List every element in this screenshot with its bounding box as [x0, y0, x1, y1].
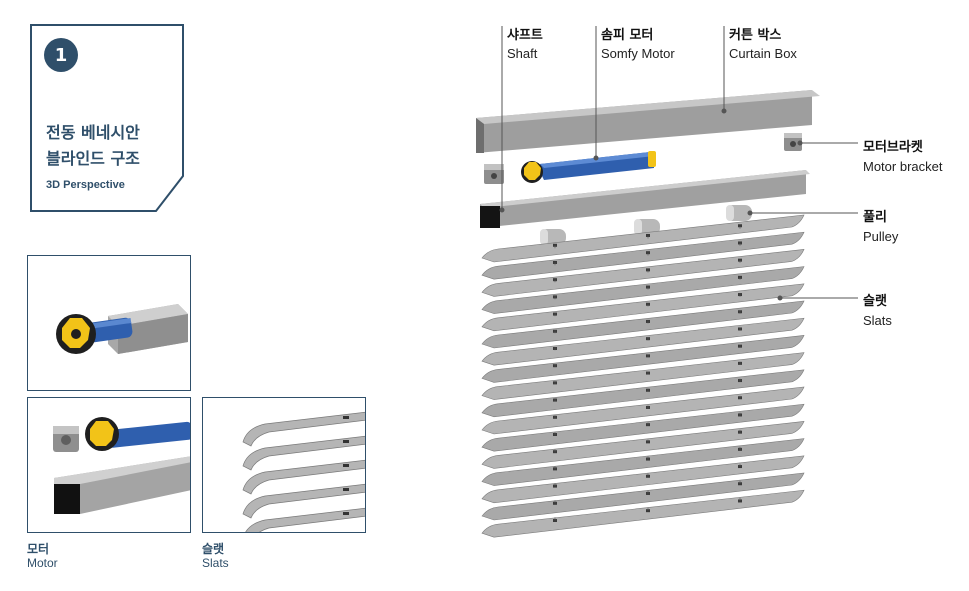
ladder-cord-hole: [343, 416, 349, 419]
slat: [481, 300, 805, 349]
slat: [481, 231, 805, 280]
label-curtain-box-ko: 커튼 박스: [729, 28, 782, 43]
ladder-cord-hole: [343, 512, 349, 515]
thumbnail-slats: [202, 397, 366, 533]
slat: [481, 369, 805, 418]
leader-dot-curtain-box: [721, 108, 727, 114]
slat: [481, 403, 805, 452]
leader-dot-motor-bracket: [797, 140, 803, 146]
label-somfy-motor-en: Somfy Motor: [601, 46, 675, 61]
slat: [481, 352, 805, 400]
slats-caption-en: Slats: [202, 556, 229, 570]
leader-dot-shaft: [499, 207, 505, 213]
card-title-line-2: 블라인드 구조: [46, 149, 140, 168]
motor-caption-en: Motor: [27, 556, 58, 570]
bottom-rail: [480, 170, 810, 228]
slat: [481, 249, 805, 297]
slat: [242, 459, 365, 495]
thumbnail-motor-closeup: [27, 255, 191, 391]
card-title: 전동 베네시안 블라인드 구조: [46, 120, 180, 172]
slat: [481, 335, 805, 383]
title-card-frame: [30, 24, 184, 212]
ladder-cord-hole: [646, 509, 650, 513]
slat: [481, 472, 805, 521]
slat: [481, 438, 805, 486]
slat: [242, 435, 365, 471]
slat: [481, 266, 805, 314]
label-somfy-motor-ko: 솜피 모터: [601, 28, 654, 43]
motor-bracket: [784, 133, 802, 151]
slat: [481, 317, 805, 366]
leader-lines: [499, 26, 858, 301]
slats-caption-ko: 슬랫: [202, 542, 225, 556]
label-shaft-en: Shaft: [507, 46, 538, 61]
label-shaft-ko: 샤프트: [507, 28, 543, 43]
slat: [245, 507, 365, 532]
label-curtain-box-en: Curtain Box: [729, 46, 797, 61]
motor-assembly-illustration: [53, 417, 190, 514]
slat: [481, 489, 805, 538]
step-number-badge: 1: [44, 38, 78, 72]
slat: [481, 214, 805, 263]
somfy-motor: [521, 151, 656, 183]
label-slats-ko: 슬랫: [863, 294, 887, 309]
label-pulley-en: Pulley: [863, 229, 899, 244]
thumbnail-motor-assembly: [27, 397, 191, 533]
label-slats-en: Slats: [863, 313, 892, 328]
label-pulley-ko: 풀리: [863, 210, 887, 225]
pulleys: [540, 205, 752, 245]
motor-caption-ko: 모터: [27, 542, 50, 556]
ladder-cord-hole: [738, 499, 742, 503]
label-motor-bracket-ko: 모터브라켓: [863, 140, 923, 155]
slat-stack: [481, 214, 805, 538]
ladder-cord-hole: [343, 464, 349, 467]
slat: [242, 411, 365, 447]
card-title-line-1: 전동 베네시안: [46, 123, 140, 142]
ladder-cord-hole: [343, 440, 349, 443]
leader-dot-slats: [777, 295, 783, 301]
ladder-cord-hole: [343, 488, 349, 491]
motor-closeup-illustration: [56, 304, 188, 354]
slat: [481, 421, 805, 469]
slat: [481, 283, 805, 332]
leader-dot-motor: [593, 155, 599, 161]
left-bracket: [484, 164, 504, 184]
slat: [481, 386, 805, 435]
card-subtitle: 3D Perspective: [46, 179, 125, 191]
leader-dot-pulley: [747, 210, 753, 216]
title-card: 1 전동 베네시안 블라인드 구조 3D Perspective: [30, 24, 184, 212]
curtain-box: [476, 90, 820, 153]
ladder-cord-hole: [553, 518, 557, 522]
slat: [481, 455, 805, 504]
label-motor-bracket-en: Motor bracket: [863, 159, 943, 174]
slat: [242, 483, 365, 519]
slats-closeup-illustration: [242, 411, 365, 532]
